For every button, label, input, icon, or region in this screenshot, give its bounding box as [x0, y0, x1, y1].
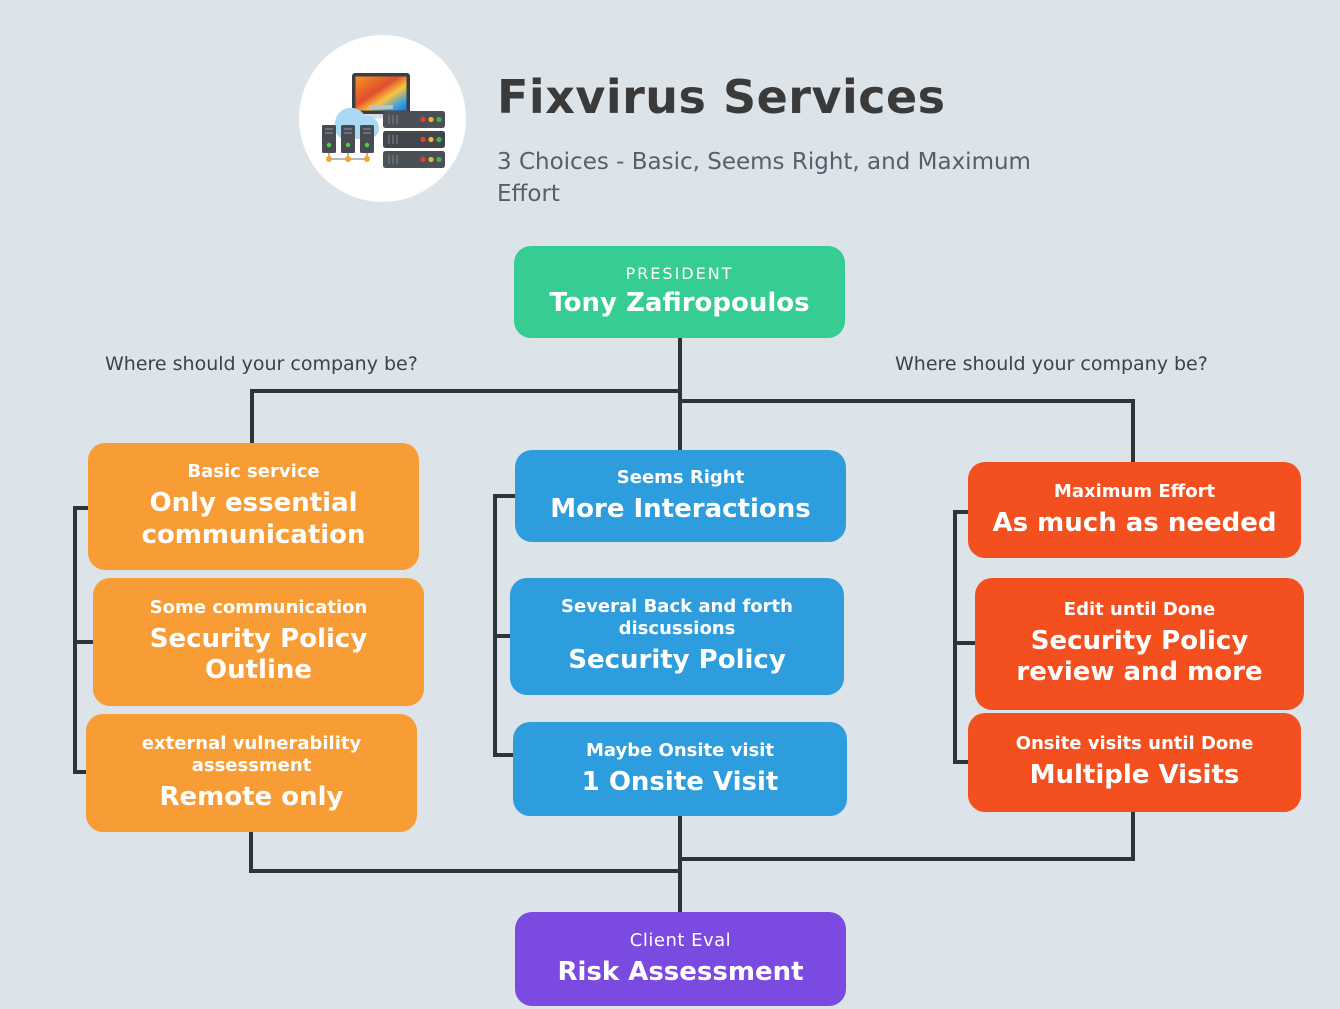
- connector-left-down: [250, 389, 254, 445]
- connector-president-down: [678, 337, 682, 450]
- left-question-label: Where should your company be?: [105, 353, 418, 375]
- bracket-mid-vertical: [493, 494, 497, 757]
- node-security-policy-review-label: Edit until Done: [1063, 598, 1216, 620]
- bracket-left-stub-2: [73, 640, 95, 644]
- bracket-right-stub-2: [953, 641, 977, 645]
- bracket-mid-stub-2: [493, 634, 513, 638]
- node-basic-service-title: Only essential communication: [141, 488, 366, 550]
- connector-bottomright-down: [1131, 811, 1135, 861]
- logo-badge: [299, 35, 466, 202]
- node-risk-assessment[interactable]: Client Eval Risk Assessment: [515, 912, 846, 1006]
- node-as-much-as-needed-label: Maximum Effort: [1053, 480, 1216, 502]
- bracket-mid-stub-1: [493, 494, 517, 498]
- bracket-right-stub-3: [953, 760, 970, 764]
- connector-bottomright-horizontal: [678, 857, 1135, 861]
- node-president-label: PRESIDENT: [625, 263, 734, 283]
- node-more-interactions[interactable]: Seems Right More Interactions: [515, 450, 846, 542]
- node-president-title: Tony Zafiropoulos: [549, 288, 810, 319]
- node-remote-only-title: Remote only: [159, 781, 344, 812]
- node-president[interactable]: PRESIDENT Tony Zafiropoulos: [514, 246, 845, 338]
- node-multiple-visits[interactable]: Onsite visits until Done Multiple Visits: [968, 713, 1301, 812]
- node-one-onsite-visit[interactable]: Maybe Onsite visit 1 Onsite Visit: [513, 722, 847, 816]
- node-security-policy-label: Several Back and forth discussions: [561, 596, 793, 640]
- cloud-servers-laptop-icon: [322, 73, 445, 168]
- node-remote-only[interactable]: external vulnerability assessment Remote…: [86, 714, 417, 832]
- node-security-policy[interactable]: Several Back and forth discussions Secur…: [510, 578, 844, 695]
- server-rack-icon: [383, 111, 445, 168]
- page-title: Fixvirus Services: [497, 70, 946, 124]
- bracket-left-stub-3: [73, 770, 89, 774]
- bracket-right-stub-1: [953, 510, 970, 514]
- cloud-servers-icon: [322, 107, 380, 162]
- node-risk-assessment-title: Risk Assessment: [557, 956, 804, 987]
- node-security-policy-title: Security Policy: [568, 645, 786, 676]
- node-remote-only-label: external vulnerability assessment: [141, 732, 362, 776]
- node-multiple-visits-title: Multiple Visits: [1029, 760, 1240, 791]
- node-security-policy-outline-title: Security Policy Outline: [149, 623, 368, 686]
- connector-right-horizontal: [678, 399, 1135, 403]
- node-security-policy-review-title: Security Policy review and more: [1016, 625, 1263, 688]
- node-risk-assessment-label: Client Eval: [629, 929, 732, 951]
- page-subtitle: 3 Choices - Basic, Seems Right, and Maxi…: [497, 149, 1031, 207]
- node-security-policy-outline-label: Some communication: [149, 596, 368, 618]
- node-as-much-as-needed[interactable]: Maximum Effort As much as needed: [968, 462, 1301, 558]
- right-question-label: Where should your company be?: [895, 353, 1208, 375]
- connector-right-down: [1131, 399, 1135, 462]
- node-more-interactions-label: Seems Right: [616, 466, 745, 488]
- node-as-much-as-needed-title: As much as needed: [992, 507, 1277, 538]
- node-one-onsite-visit-label: Maybe Onsite visit: [585, 739, 775, 761]
- node-security-policy-outline[interactable]: Some communication Security Policy Outli…: [93, 578, 424, 706]
- node-multiple-visits-label: Onsite visits until Done: [1015, 733, 1254, 755]
- bracket-right-vertical: [953, 510, 957, 764]
- connector-left-horizontal: [250, 389, 682, 393]
- node-basic-service[interactable]: Basic service Only essential communicati…: [88, 443, 419, 570]
- node-basic-service-label: Basic service: [187, 461, 320, 483]
- connector-client-down: [678, 815, 682, 915]
- node-more-interactions-title: More Interactions: [550, 493, 811, 524]
- node-one-onsite-visit-title: 1 Onsite Visit: [581, 766, 779, 797]
- connector-bottomleft-horizontal: [249, 869, 682, 873]
- node-security-policy-review[interactable]: Edit until Done Security Policy review a…: [975, 578, 1304, 710]
- bracket-mid-stub-3: [493, 753, 515, 757]
- connector-bottomleft-down: [249, 830, 253, 873]
- bracket-left-stub-1: [73, 506, 91, 510]
